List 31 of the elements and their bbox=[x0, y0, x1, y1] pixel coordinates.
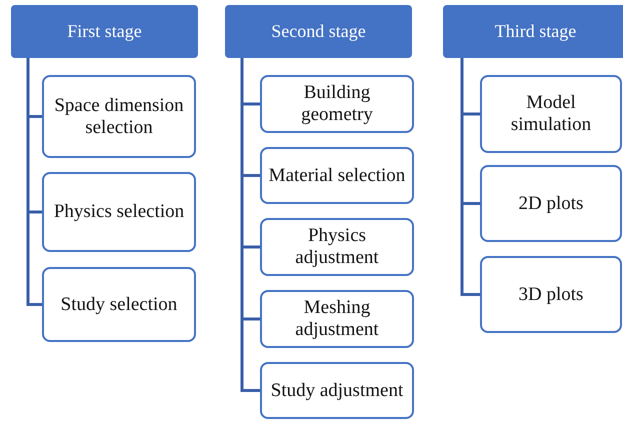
step-box bbox=[260, 362, 414, 419]
stage-header-box bbox=[443, 5, 623, 58]
step-label: Space dimension selection bbox=[53, 94, 185, 138]
step-label: 3D plots bbox=[518, 284, 584, 306]
step-box bbox=[480, 75, 622, 153]
stage-title: Third stage bbox=[494, 21, 576, 42]
connector-line bbox=[460, 58, 480, 296]
step-box bbox=[42, 267, 196, 342]
step-label: Study adjustment bbox=[270, 380, 404, 402]
step-box bbox=[480, 165, 622, 242]
stage-title: Second stage bbox=[271, 21, 366, 42]
step-label: Physics adjustment bbox=[294, 225, 380, 269]
step-label: Meshing adjustment bbox=[294, 297, 380, 341]
step-box bbox=[42, 172, 196, 252]
step-label: 2D plots bbox=[518, 192, 584, 214]
stage-header-box bbox=[11, 5, 198, 58]
connector-line bbox=[26, 58, 42, 306]
step-label: Material selection bbox=[268, 164, 406, 186]
step-box bbox=[42, 75, 196, 158]
step-box bbox=[480, 256, 622, 333]
connector-line bbox=[240, 58, 260, 392]
step-box bbox=[260, 147, 414, 204]
step-label: Physics selection bbox=[54, 201, 184, 223]
step-label: Study selection bbox=[60, 294, 178, 316]
step-box bbox=[260, 218, 414, 276]
stage-header-box bbox=[225, 5, 412, 58]
step-box bbox=[260, 75, 414, 133]
step-label: Building geometry bbox=[300, 82, 374, 126]
step-label: Model simulation bbox=[510, 92, 592, 136]
stage-title: First stage bbox=[67, 21, 142, 42]
step-box bbox=[260, 290, 414, 348]
